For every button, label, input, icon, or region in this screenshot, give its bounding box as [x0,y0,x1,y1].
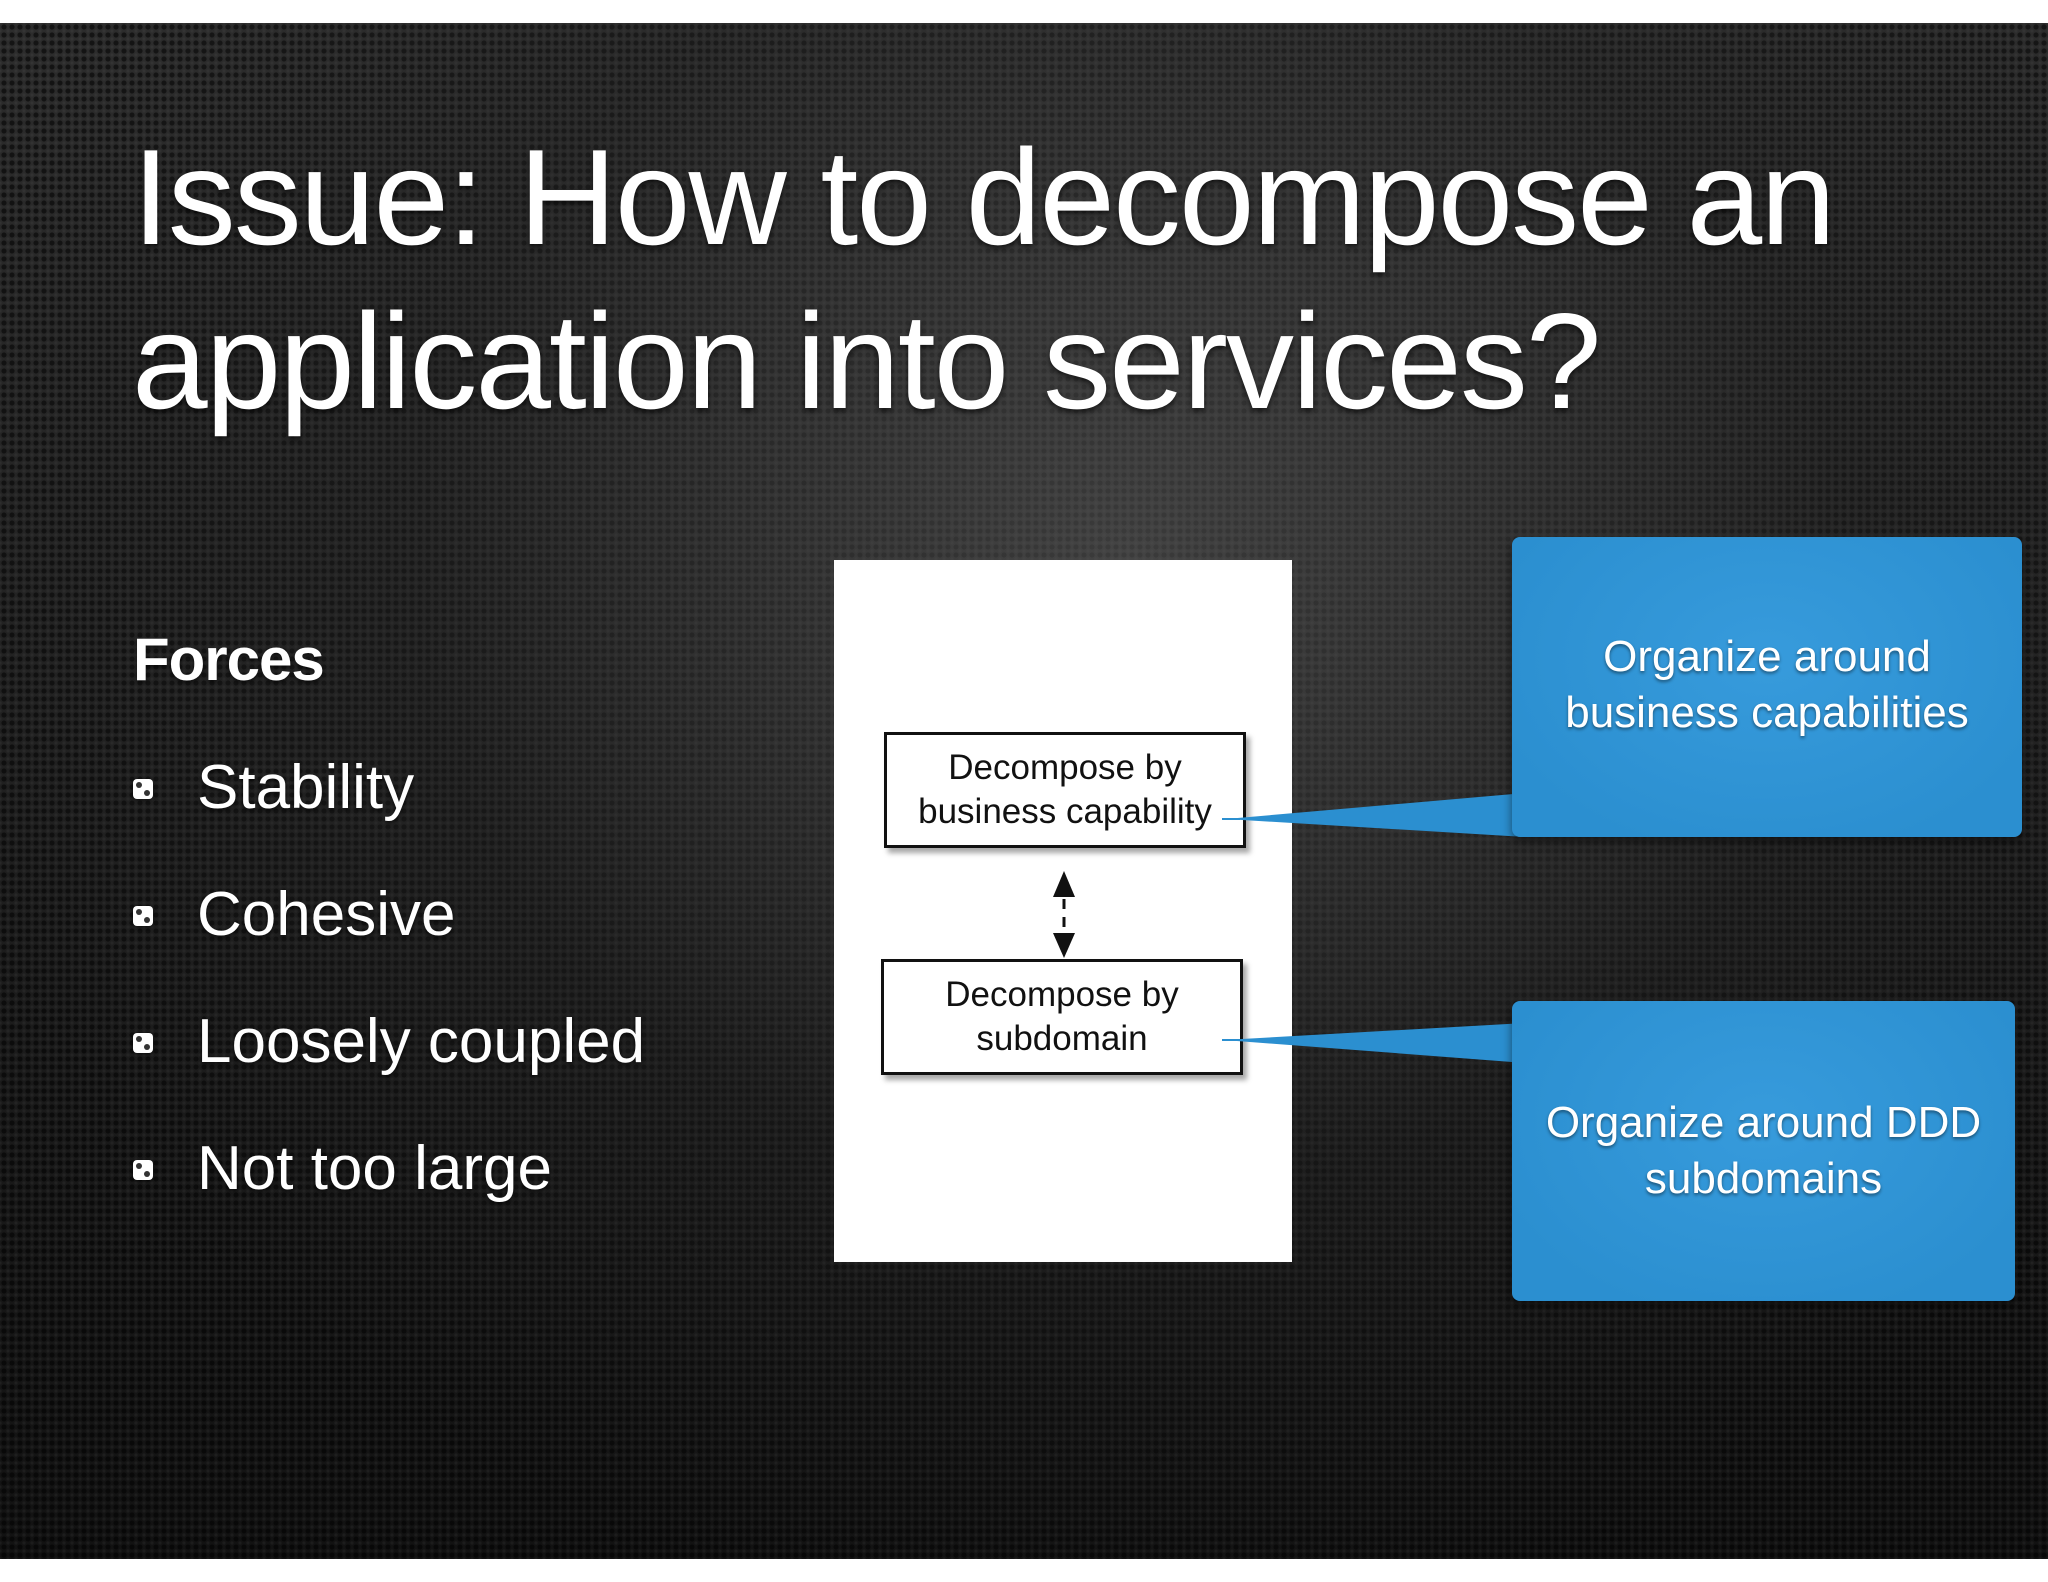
bullet-text: Loosely coupled [197,1007,646,1076]
bullet-icon [133,1033,153,1053]
bullet-icon [133,1160,153,1180]
callout-business-capabilities: Organize around business capabilities [1512,537,2022,837]
diagram-panel: Decompose by business capability Decompo… [834,560,1292,1262]
callout-line-1: Organize around [1603,632,1931,681]
slide-title-line-2: application into services? [132,285,1602,437]
callout-line-2: business capabilities [1565,688,1969,737]
decompose-by-business-capability-box: Decompose by business capability [884,732,1246,848]
bullet-icon [133,906,153,926]
bullet-text: Stability [197,753,415,822]
box-label-line-1: Decompose by [945,975,1179,1014]
callout-line-2: subdomains [1644,1154,1883,1203]
presentation-slide: Issue: How to decompose an application i… [0,23,2048,1559]
decompose-by-subdomain-box: Decompose by subdomain [881,959,1243,1075]
forces-heading: Forces [133,626,325,693]
callout-ddd-subdomains: Organize around DDD subdomains [1512,1001,2015,1301]
box-label-line-2: business capability [918,792,1212,831]
slide-title: Issue: How to decompose an application i… [132,115,1932,443]
bullet-text: Not too large [197,1134,552,1203]
bullet-icon [133,779,153,799]
slide-title-line-1: Issue: How to decompose an [132,121,1836,273]
box-label-line-1: Decompose by [948,748,1182,787]
bullet-text: Cohesive [197,880,456,949]
callout-line-1: Organize around DDD [1545,1098,1982,1147]
box-label-line-2: subdomain [976,1019,1148,1058]
